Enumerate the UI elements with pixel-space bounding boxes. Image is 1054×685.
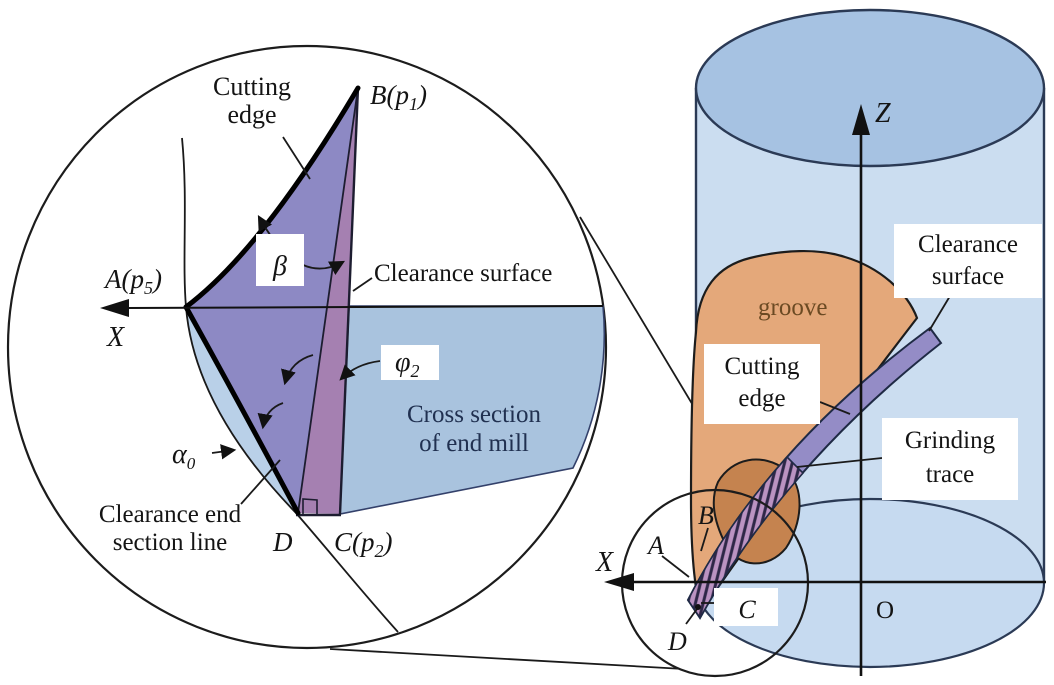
clearance-end-label-line1: Clearance end xyxy=(99,501,242,528)
origin-label: O xyxy=(876,597,894,624)
cross-section-label-line2: of end mill xyxy=(419,430,529,457)
point-b-pointer xyxy=(700,527,709,552)
sweep-arrow-2-icon xyxy=(257,402,284,430)
x-axis-label-right: X xyxy=(595,547,614,578)
detail-view-labels: Cutting edge B(p1) A(p5) C(p2) D X β φ2 … xyxy=(99,72,553,561)
cutting-edge-surface xyxy=(186,88,358,513)
beta-label-box xyxy=(256,234,304,286)
phi2-arrow-icon xyxy=(339,360,381,381)
point-c-label: C(p2) xyxy=(334,527,393,561)
sweep-arrow-1-icon xyxy=(281,354,314,386)
cutting-edge-label-line2: edge xyxy=(227,100,276,129)
edge-b-c xyxy=(338,87,360,515)
phi2-label: φ2 xyxy=(395,347,420,381)
clearance-surface-right-pointer xyxy=(928,295,951,332)
point-a-small-label: A xyxy=(646,531,664,560)
point-c-box xyxy=(714,588,778,626)
clearance-end-section-line xyxy=(181,137,399,633)
point-d-label: D xyxy=(272,527,293,557)
z-axis-arrow-icon xyxy=(852,104,870,135)
alpha0-label: α0 xyxy=(172,439,196,473)
point-b-small-label: B xyxy=(698,501,714,530)
point-a-label: A(p5) xyxy=(103,264,162,298)
clearance-end-label-line2: section line xyxy=(113,529,228,556)
cutting-edge-right-line2: edge xyxy=(738,385,785,412)
cross-section-label-line1: Cross section xyxy=(407,401,542,428)
clearance-end-pointer xyxy=(240,459,281,505)
x-axis-arrow-right-icon xyxy=(604,573,634,591)
clearance-surface-right-line1: Clearance xyxy=(918,231,1018,258)
grinding-trace-pointer xyxy=(796,457,883,468)
detail-view xyxy=(6,44,608,650)
connector-line-lower xyxy=(329,648,703,671)
point-a-pointer xyxy=(661,555,690,578)
x-axis-label-left: X xyxy=(106,322,125,353)
cutting-edge-label-line1: Cutting xyxy=(213,72,291,101)
grinding-trace-line1: Grinding xyxy=(905,427,996,454)
alpha0-arrow-icon xyxy=(211,444,237,460)
phi2-label-box xyxy=(381,345,439,380)
point-d-dot xyxy=(695,604,701,610)
cutting-edge-curve-lower xyxy=(183,304,301,516)
cutting-edge-right-pointer xyxy=(819,401,851,415)
cylinder-view xyxy=(604,8,1046,678)
cylinder-view-labels: Z X O groove Clearance surface Cutting e… xyxy=(595,98,1018,656)
edge-b-d xyxy=(297,87,359,514)
cylinder-top-ellipse xyxy=(694,8,1046,168)
groove-label: groove xyxy=(758,294,827,321)
point-b-label: B(p1) xyxy=(370,80,427,114)
cutting-edge-right-box xyxy=(704,344,820,424)
point-d-small-label: D xyxy=(667,627,687,656)
right-angle-marker xyxy=(302,498,318,515)
point-d-pointer xyxy=(685,608,698,625)
beta-label: β xyxy=(272,251,287,282)
x-axis-line-left xyxy=(125,305,604,309)
x-axis-arrow-left-icon xyxy=(100,299,129,317)
cutting-edge-pointer xyxy=(282,136,311,180)
clearance-surface-right-line2: surface xyxy=(932,263,1004,290)
grinding-trace-box xyxy=(882,418,1018,500)
point-c-small-label: C xyxy=(738,595,756,624)
z-axis-label: Z xyxy=(875,98,891,129)
grinding-trace-line2: trace xyxy=(926,461,975,488)
cutting-edge-right-line1: Cutting xyxy=(724,353,800,380)
clearance-surface-pointer xyxy=(352,277,373,292)
clearance-surface-label: Clearance surface xyxy=(374,260,552,287)
clearance-surface-right-box xyxy=(894,224,1042,298)
